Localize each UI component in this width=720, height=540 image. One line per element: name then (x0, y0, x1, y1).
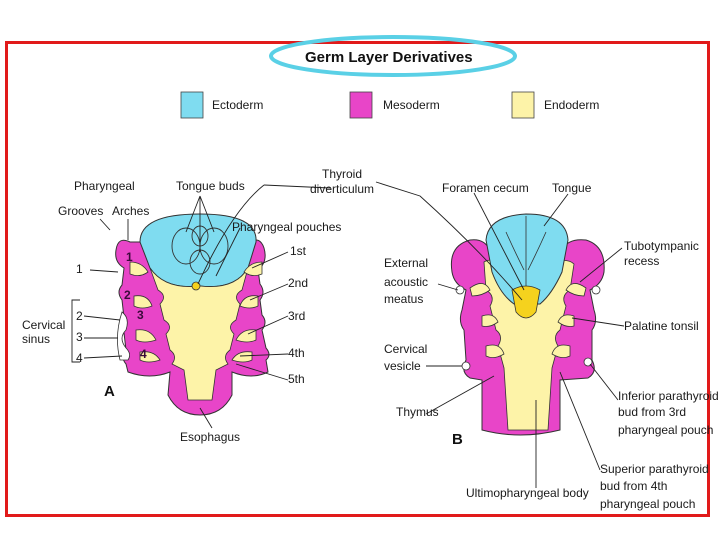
label-pouch-5th: 5th (288, 372, 305, 386)
legend-label-mesoderm: Mesoderm (383, 98, 440, 112)
panel-b-acoustic-meatus-left (455, 285, 465, 295)
label-external-1: External (384, 256, 428, 270)
label-tongue: Tongue (552, 181, 592, 195)
panel-a-endoderm (149, 267, 249, 401)
legend-swatch-endoderm (511, 91, 535, 119)
label-superior-1: Superior parathyroid (600, 462, 709, 476)
panel-b-thyroid (511, 285, 541, 319)
label-cervical: Cervical (22, 318, 65, 332)
legend-swatch-mesoderm (349, 91, 373, 119)
panel-b-drawing (450, 213, 605, 436)
label-groove-1: 1 (76, 262, 83, 276)
arch-number-4: 4 (140, 347, 147, 361)
label-superior-3: pharyngeal pouch (600, 497, 695, 511)
label-groove-2: 2 (76, 309, 83, 323)
panel-a-cervical-sinus (117, 311, 130, 361)
panel-a-drawing: 1 2 3 4 (115, 213, 270, 416)
panel-a-letter: A (104, 383, 115, 400)
label-ultimopharyngeal: Ultimopharyngeal body (466, 486, 589, 500)
label-grooves: Grooves (58, 204, 103, 218)
label-groove-4: 4 (76, 351, 83, 365)
label-palatine-tonsil: Palatine tonsil (624, 319, 699, 333)
label-tubotympanic-2: recess (624, 254, 659, 268)
label-pouch-2nd: 2nd (288, 276, 308, 290)
label-pouch-3rd: 3rd (288, 309, 305, 323)
panel-a-leaders (71, 184, 331, 429)
label-tubotympanic-1: Tubotympanic (624, 239, 699, 253)
label-cervical-vesicle-1: Cervical (384, 342, 427, 356)
diagram-title: Germ Layer Derivatives (305, 49, 473, 66)
label-esophagus: Esophagus (180, 430, 240, 444)
panel-b-pouches (469, 283, 587, 358)
label-inferior-3: pharyngeal pouch (618, 423, 713, 437)
label-external-2: acoustic (384, 275, 428, 289)
label-inferior-2: bud from 3rd (618, 405, 686, 419)
label-sinus: sinus (22, 332, 50, 346)
label-groove-3: 3 (76, 330, 83, 344)
panel-b-leaders (375, 181, 625, 488)
legend-swatch-ectoderm (180, 91, 204, 119)
legend-label-endoderm: Endoderm (544, 98, 599, 112)
panel-a-pouches (129, 261, 263, 363)
arch-number-3: 3 (137, 308, 144, 322)
panel-b-tongue-lines (505, 216, 547, 296)
panel-b-acoustic-meatus-right (591, 285, 601, 295)
label-foramen-cecum: Foramen cecum (442, 181, 529, 195)
label-pharyngeal: Pharyngeal (74, 179, 135, 193)
diagram-frame (5, 41, 710, 517)
label-superior-2: bud from 4th (600, 479, 667, 493)
label-pharyngeal-pouches: Pharyngeal pouches (232, 220, 341, 234)
arch-number-1: 1 (126, 250, 133, 264)
label-inferior-1: Inferior parathyroid (618, 389, 719, 403)
label-cervical-vesicle-2: vesicle (384, 359, 421, 373)
label-arches: Arches (112, 204, 149, 218)
label-pouch-1st: 1st (290, 244, 307, 258)
label-external-3: meatus (384, 292, 423, 306)
label-thyroid-2: diverticulum (310, 182, 374, 196)
label-thyroid-1: Thyroid (322, 167, 362, 181)
label-tongue-buds: Tongue buds (176, 179, 245, 193)
panel-b-cervical-vesicle-left (461, 361, 471, 371)
title-ellipse (269, 35, 517, 77)
panel-b-letter: B (452, 431, 463, 448)
label-pouch-4th: 4th (288, 346, 305, 360)
label-thymus: Thymus (396, 405, 439, 419)
legend: Ectoderm Mesoderm Endoderm (180, 91, 599, 119)
legend-label-ectoderm: Ectoderm (212, 98, 263, 112)
arch-number-2: 2 (124, 288, 131, 302)
